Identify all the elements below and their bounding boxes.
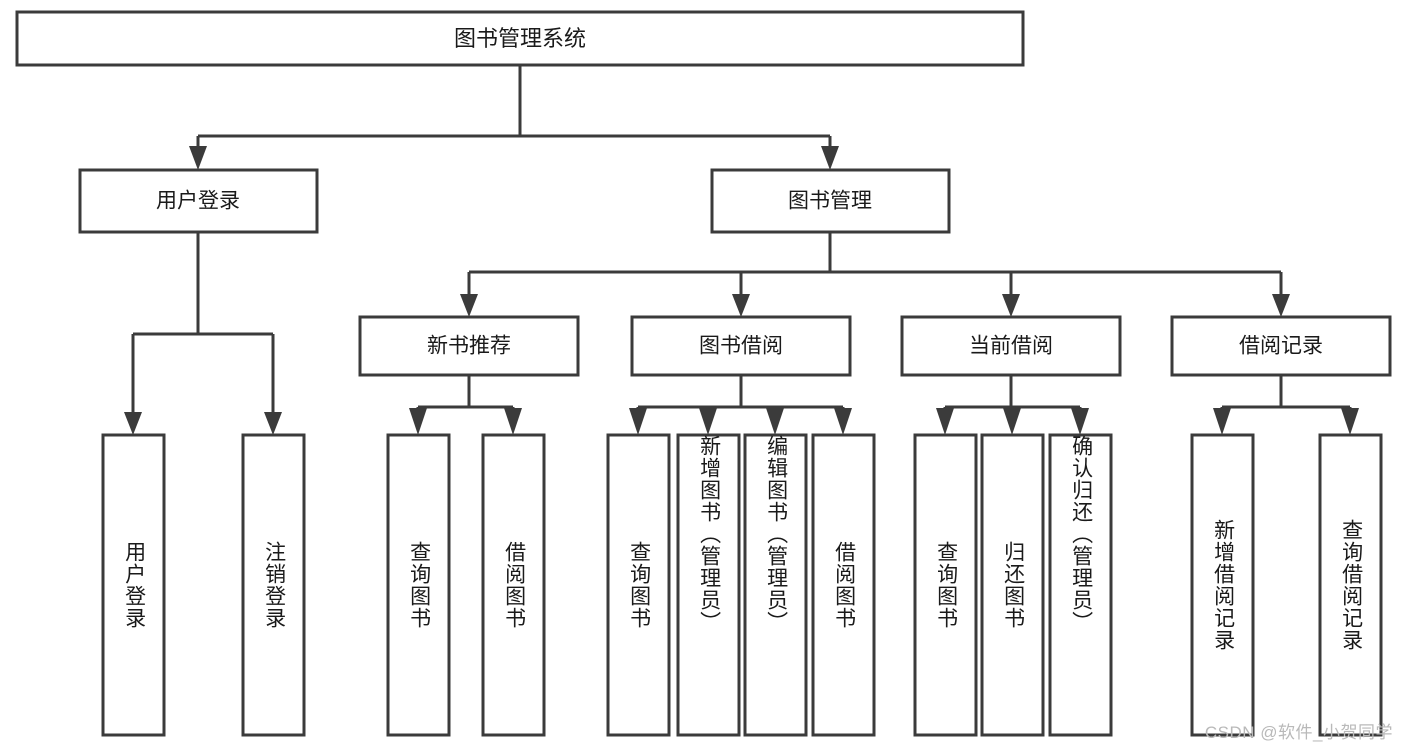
node-box-leaf-query-book-1[interactable] bbox=[386, 433, 451, 737]
node-label-book-borrow: 图书借阅 bbox=[699, 335, 783, 358]
node-label-new-book-recommend: 新书推荐 bbox=[427, 335, 511, 358]
arrow-head-borrow-record bbox=[1272, 294, 1290, 317]
csdn-watermark: CSDN @软件_小贺同学 bbox=[1204, 723, 1393, 742]
arrow-head-leaf-confirm-return bbox=[1071, 408, 1089, 435]
arrow-head-leaf-query-book-2 bbox=[629, 408, 647, 435]
arrow-head-leaf-user-login bbox=[124, 412, 142, 435]
node-box-book-manage[interactable] bbox=[710, 168, 951, 234]
node-box-leaf-query-record[interactable] bbox=[1318, 433, 1383, 737]
arrow-head-leaf-add-book bbox=[699, 408, 717, 435]
node-label-book-manage: 图书管理 bbox=[788, 190, 872, 213]
node-user-login[interactable]: 用户登录 bbox=[78, 168, 319, 234]
arrow-head-leaf-return-book bbox=[1003, 408, 1021, 435]
arrow-head-leaf-query-record bbox=[1341, 408, 1359, 435]
node-box-borrow-record[interactable] bbox=[1170, 315, 1392, 377]
node-label-user-login: 用户登录 bbox=[156, 190, 240, 213]
connector-group-book-manage bbox=[460, 232, 1290, 317]
node-box-leaf-add-book[interactable] bbox=[676, 433, 741, 737]
node-box-user-login[interactable] bbox=[78, 168, 319, 234]
node-root[interactable]: 图书管理系统 bbox=[15, 10, 1025, 67]
node-current-borrow[interactable]: 当前借阅 bbox=[900, 315, 1122, 377]
connector-group-new-book-recommend bbox=[409, 375, 522, 435]
node-box-current-borrow[interactable] bbox=[900, 315, 1122, 377]
arrow-head-leaf-add-record bbox=[1213, 408, 1231, 435]
node-box-new-book-recommend[interactable] bbox=[358, 315, 580, 377]
node-book-manage[interactable]: 图书管理 bbox=[710, 168, 951, 234]
node-label-current-borrow: 当前借阅 bbox=[969, 335, 1053, 358]
node-box-book-borrow[interactable] bbox=[630, 315, 852, 377]
node-borrow-record[interactable]: 借阅记录 bbox=[1170, 315, 1392, 377]
arrow-head-leaf-query-book-3 bbox=[936, 408, 954, 435]
arrow-head-leaf-borrow-book-1 bbox=[504, 408, 522, 435]
node-box-leaf-borrow-book-1[interactable] bbox=[481, 433, 546, 737]
arrow-head-book-borrow bbox=[732, 294, 750, 317]
node-box-leaf-edit-book[interactable] bbox=[743, 433, 808, 737]
node-box-leaf-user-login[interactable] bbox=[101, 433, 166, 737]
arrow-head-leaf-edit-book bbox=[766, 408, 784, 435]
node-box-leaf-query-book-2[interactable] bbox=[606, 433, 671, 737]
node-box-leaf-confirm-return[interactable] bbox=[1048, 433, 1113, 737]
connector-group-book-borrow bbox=[629, 375, 852, 435]
connector-group-borrow-record bbox=[1213, 375, 1359, 435]
connector-group-current-borrow bbox=[936, 375, 1089, 435]
arrow-head-leaf-query-book-1 bbox=[409, 408, 427, 435]
node-label-root: 图书管理系统 bbox=[454, 26, 586, 51]
connector-group-user-login bbox=[124, 232, 282, 435]
connector-group-root bbox=[189, 65, 839, 170]
node-box-leaf-borrow-book-2[interactable] bbox=[811, 433, 876, 737]
arrow-head-book-manage bbox=[821, 146, 839, 170]
node-label-borrow-record: 借阅记录 bbox=[1239, 335, 1323, 358]
node-book-borrow[interactable]: 图书借阅 bbox=[630, 315, 852, 377]
node-new-book-recommend[interactable]: 新书推荐 bbox=[358, 315, 580, 377]
arrow-head-new-book-recommend bbox=[460, 294, 478, 317]
node-box-root[interactable] bbox=[15, 10, 1025, 67]
arrow-head-user-login bbox=[189, 146, 207, 170]
node-box-leaf-logout-login[interactable] bbox=[241, 433, 306, 737]
node-box-leaf-add-record[interactable] bbox=[1190, 433, 1255, 737]
arrow-head-current-borrow bbox=[1002, 294, 1020, 317]
arrow-head-leaf-logout-login bbox=[264, 412, 282, 435]
arrow-head-leaf-borrow-book-2 bbox=[834, 408, 852, 435]
node-box-leaf-query-book-3[interactable] bbox=[913, 433, 978, 737]
node-box-leaf-return-book[interactable] bbox=[980, 433, 1045, 737]
